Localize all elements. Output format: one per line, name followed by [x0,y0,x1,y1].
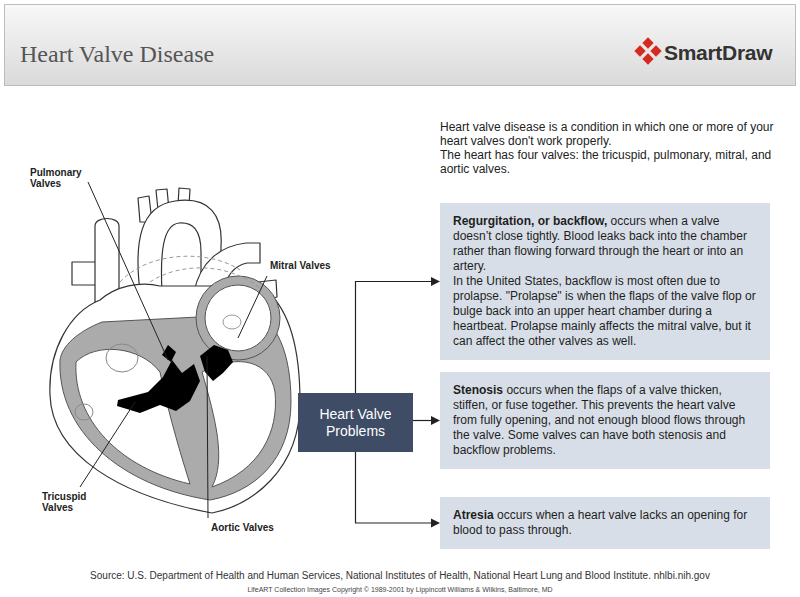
vein-opening [223,315,241,329]
box-heading: Regurgitation, or backflow, [453,214,607,228]
source-note: Source: U.S. Department of Health and Hu… [0,570,800,582]
leader-line [80,402,135,487]
part-label: Tricuspid Valves [42,491,100,513]
heart-vessels [50,188,300,513]
leader-line [88,182,168,360]
category-box: Heart Valve Problems [298,393,413,452]
logo-wordmark: SmartDraw [664,41,772,65]
page-title: Heart Valve Disease [20,41,214,68]
copyright-note: LifeART Collection Images Copyright © 19… [0,585,800,594]
box-text: In the United States, backflow is most o… [453,274,758,349]
left-atrium [205,285,271,351]
left-atrium-wall [196,276,280,360]
box-text: occurs when a heart valve lacks an openi… [453,508,747,537]
logo-diamonds [634,37,661,64]
connector-line [356,452,433,523]
heart-outline [50,281,300,513]
arrow-head [431,416,440,425]
vein-opening [75,404,93,420]
logo-diamond [650,45,661,56]
box-heading: Atresia [453,508,494,522]
valve-leaflets [162,345,176,362]
valve-leaflets [117,360,200,413]
connector-line [413,420,432,421]
part-label: Pulmonary Valves [30,167,92,189]
logo-diamond [642,37,653,48]
intro-text: The heart has four valves: the tricuspid… [440,148,785,176]
part-label: Aortic Valves [211,522,274,533]
description-box: Regurgitation, or backflow,occurs when a… [440,203,770,360]
connector-line [356,282,433,394]
vein-opening [106,344,138,372]
connector [356,452,441,528]
intro-text: Heart valve disease is a condition in wh… [440,120,785,148]
box-heading: Stenosis [453,383,503,397]
box-label: Heart Valve Problems [308,406,403,440]
logo-diamond [634,45,645,56]
leader-line [238,276,267,338]
hidden-vessel [120,256,262,290]
description-box: Stenosisoccurs when the flaps of a valve… [440,372,770,469]
connector [356,277,441,393]
leader-line [207,356,208,518]
part-label: Mitral Valves [270,260,331,271]
vena-cava [95,219,119,303]
arrow-head [431,277,440,286]
description-box: Atresiaoccurs when a heart valve lacks a… [440,497,770,549]
logo-diamond [642,53,653,64]
intro-text-block: Heart valve disease is a condition in wh… [440,120,785,176]
connector [413,416,440,425]
leader-lines [80,182,267,518]
arrow-head [431,519,440,528]
valve-leaflets [200,345,233,381]
